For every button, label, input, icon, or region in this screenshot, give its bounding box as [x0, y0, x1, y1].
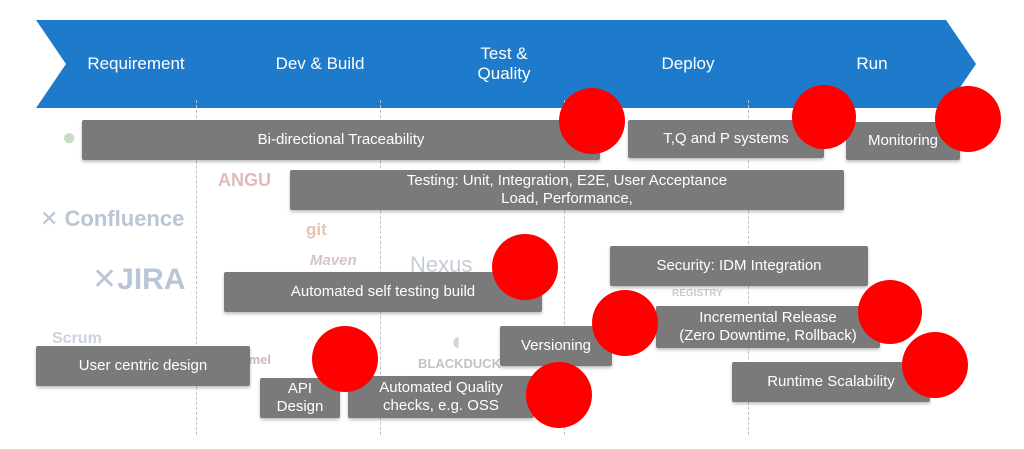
column-divider [564, 100, 565, 435]
column-divider [196, 100, 197, 435]
red-marker-dot [559, 88, 625, 154]
red-marker-dot [312, 326, 378, 392]
runtime-scalability-box: Runtime Scalability [732, 362, 930, 402]
quality-checks-box: Automated Quality checks, e.g. OSS [348, 376, 534, 418]
red-marker-dot [526, 362, 592, 428]
red-marker-dot [492, 234, 558, 300]
user-centric-box: User centric design [36, 346, 250, 386]
traceability-box: Bi-directional Traceability [82, 120, 600, 160]
scrum-logo: Scrum [52, 330, 102, 347]
chevron-requirement [36, 20, 252, 108]
chevron-dev-build [220, 20, 436, 108]
red-marker-dot [935, 86, 1001, 152]
jira-logo: ✕JIRA [92, 263, 186, 296]
git-logo: git [306, 220, 327, 239]
phase-label-run: Run [856, 54, 888, 73]
phase-chevrons [36, 20, 976, 108]
duck-icon: ◖ [448, 326, 464, 356]
column-divider [380, 100, 381, 435]
incremental-release-box: Incremental Release (Zero Downtime, Roll… [656, 306, 880, 348]
tqp-systems-box: T,Q and P systems [628, 120, 824, 158]
red-marker-dot [902, 332, 968, 398]
red-marker-dot [592, 290, 658, 356]
confluence-logo: ✕ Confluence [40, 206, 185, 231]
testing-box: Testing: Unit, Integration, E2E, User Ac… [290, 170, 844, 210]
phase-label-deploy: Deploy [661, 54, 715, 73]
red-marker-dot [858, 280, 922, 344]
leaf-icon: ● [62, 124, 77, 151]
phase-label-dev-build: Dev & Build [275, 54, 365, 73]
phase-label-requirement: Requirement [87, 54, 185, 73]
registry-logo: REGISTRY [672, 288, 723, 299]
angular-logo: ANGU [218, 170, 271, 190]
phase-label-test-quality: Test & Quality [477, 44, 531, 83]
blackduck-logo: BLACKDUCK [418, 356, 502, 371]
self-testing-box: Automated self testing build [224, 272, 542, 312]
security-box: Security: IDM Integration [610, 246, 868, 286]
chevron-deploy [588, 20, 804, 108]
maven-logo: Maven [310, 252, 357, 269]
red-marker-dot [792, 85, 856, 149]
chevron-test-quality [404, 20, 620, 108]
